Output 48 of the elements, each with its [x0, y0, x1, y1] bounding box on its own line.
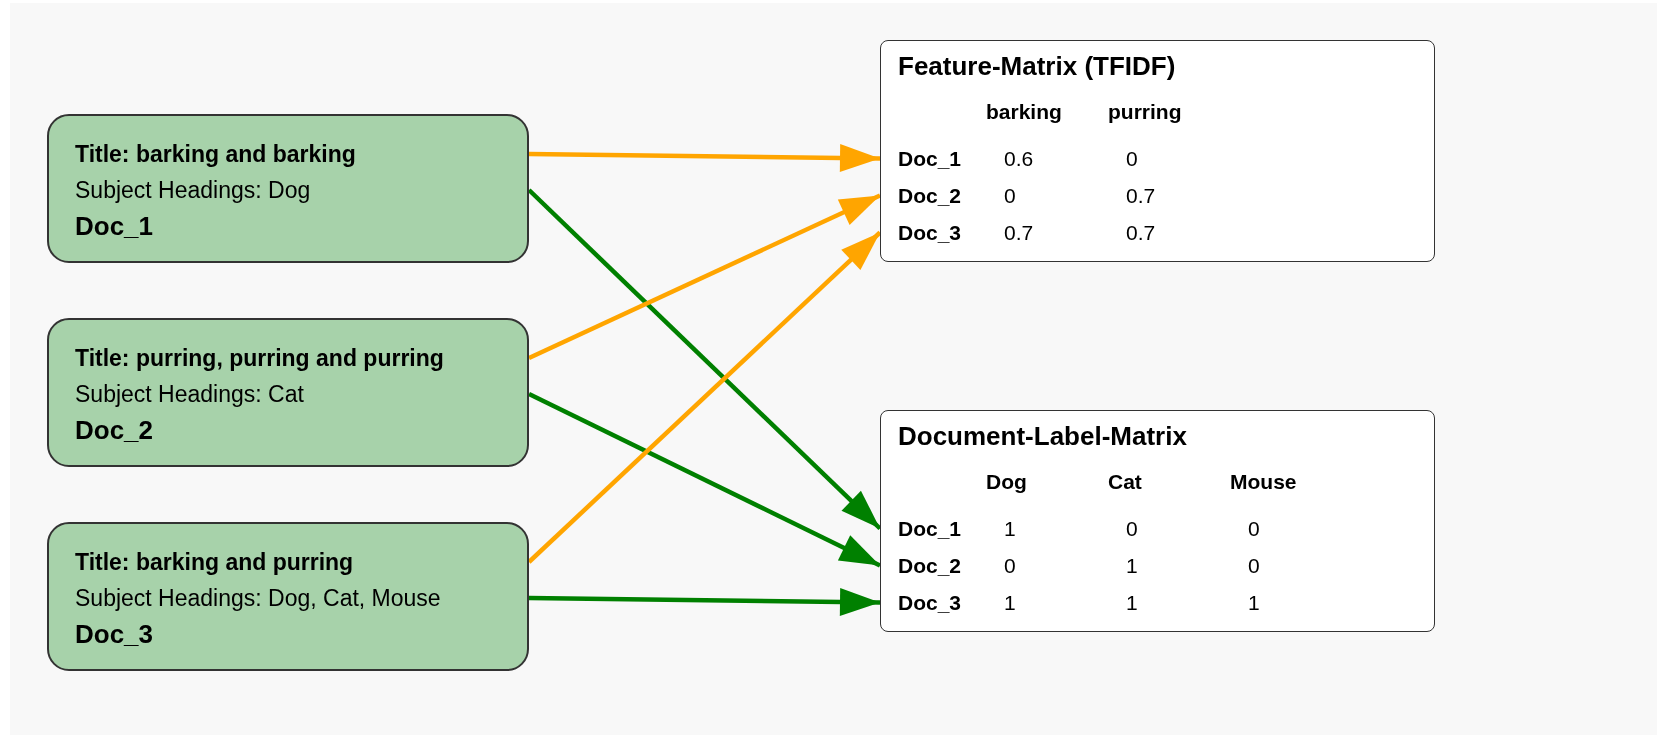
title-text: Title: barking and purring	[75, 548, 354, 577]
arrow	[527, 230, 882, 564]
matrix-value: 1	[1126, 590, 1138, 616]
subject-headings-text: Subject Headings: Cat	[75, 380, 304, 409]
row-header: Doc_2	[898, 553, 962, 579]
matrix-value: 0	[1004, 553, 1016, 579]
matrix-value: 0	[1248, 553, 1260, 579]
subject-headings-text: Subject Headings: Dog	[75, 176, 311, 205]
column-header: Mouse	[1230, 469, 1297, 495]
row-header: Doc_1	[898, 146, 962, 172]
matrix-value: 1	[1004, 516, 1016, 542]
matrix-value: 0	[1126, 146, 1138, 172]
matrix-value: 0	[1248, 516, 1260, 542]
arrow	[527, 188, 882, 531]
matrix-value: 1	[1004, 590, 1016, 616]
matrix-value: 0.7	[1126, 220, 1156, 246]
row-header: Doc_3	[898, 590, 962, 616]
arrow	[528, 588, 881, 616]
matrix-value: 0.7	[1126, 183, 1156, 209]
row-header: Doc_1	[898, 516, 962, 542]
matrix-value: 0.7	[1004, 220, 1034, 246]
title-text: Title: barking and barking	[75, 140, 356, 169]
column-header: purring	[1108, 99, 1182, 125]
arrow	[528, 144, 881, 172]
document-id: Doc_1	[75, 210, 154, 243]
arrow	[528, 391, 881, 568]
matrix-value: 0.6	[1004, 146, 1034, 172]
arrow	[528, 193, 881, 361]
document-card	[47, 318, 529, 467]
matrix-title: Feature-Matrix (TFIDF)	[898, 51, 1176, 82]
document-id: Doc_3	[75, 618, 154, 651]
document-id: Doc_2	[75, 414, 154, 447]
matrix-value: 1	[1248, 590, 1260, 616]
matrix-value: 1	[1126, 553, 1138, 579]
column-header: Cat	[1108, 469, 1142, 495]
matrix-table-card	[880, 40, 1435, 262]
matrix-value: 0	[1004, 183, 1016, 209]
document-card	[47, 114, 529, 263]
column-header: barking	[986, 99, 1062, 125]
column-header: Dog	[986, 469, 1027, 495]
subject-headings-text: Subject Headings: Dog, Cat, Mouse	[75, 584, 441, 613]
title-text: Title: purring, purring and purring	[75, 344, 444, 373]
matrix-title: Document-Label-Matrix	[898, 421, 1187, 452]
row-header: Doc_2	[898, 183, 962, 209]
document-card	[47, 522, 529, 671]
matrix-value: 0	[1126, 516, 1138, 542]
row-header: Doc_3	[898, 220, 962, 246]
matrix-table-card	[880, 410, 1435, 632]
